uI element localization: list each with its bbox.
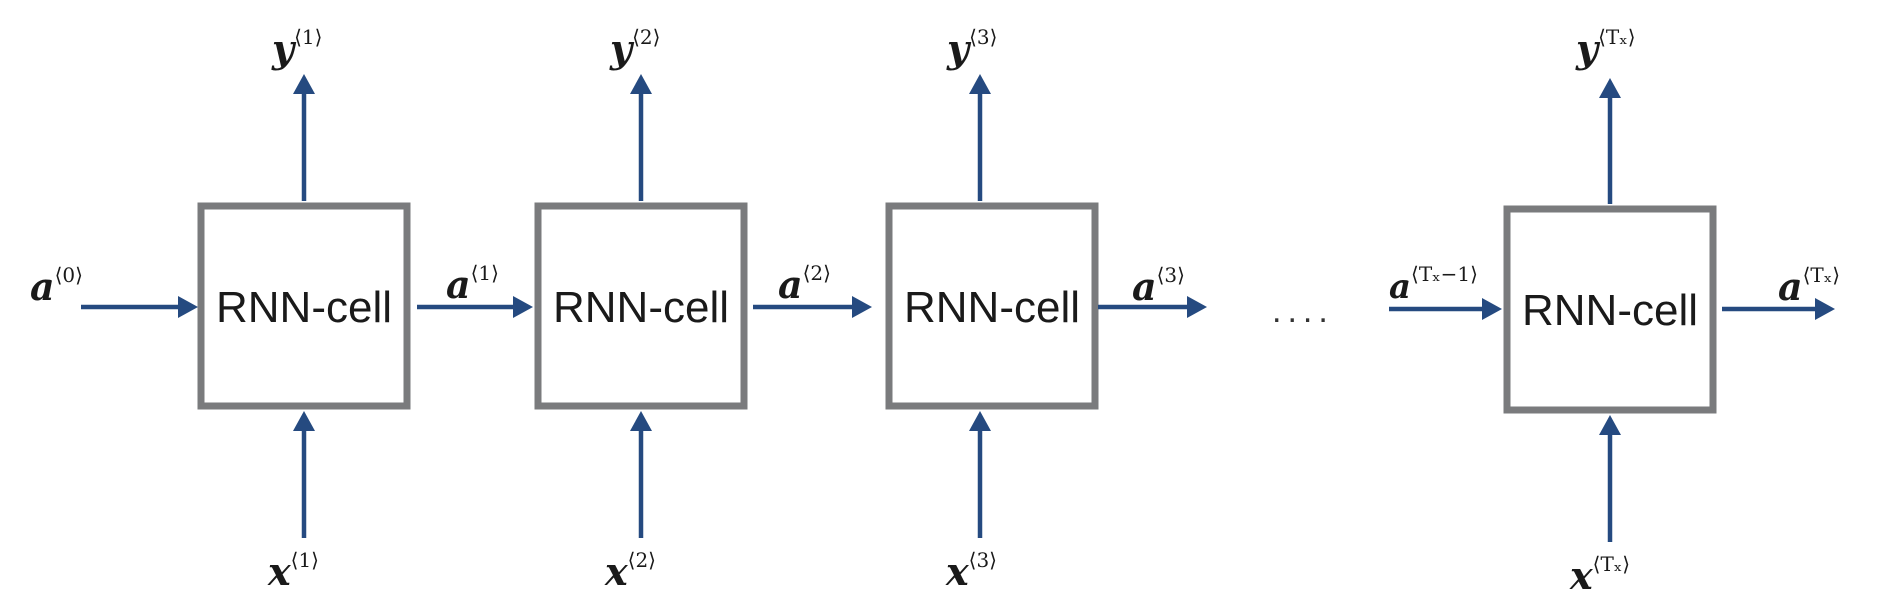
arrowhead-y1 — [293, 74, 315, 94]
activation-a2-label: a⟨2⟩ — [778, 261, 831, 307]
sequence-ellipsis: .... — [1272, 292, 1334, 330]
rnn-cell-3-label: RNN-cell — [904, 283, 1080, 332]
rnn-cell-3-box — [885, 202, 1099, 410]
output-y1-label: y⟨1⟩ — [271, 25, 322, 71]
rnn-cell-1-box — [197, 202, 411, 410]
activation-atx-label: a⟨Tₓ⟩ — [1778, 263, 1840, 309]
output-ytx-label: y⟨Tₓ⟩ — [1575, 25, 1636, 71]
arrowhead-x1 — [293, 411, 315, 431]
activation-a0-label: a⟨0⟩ — [30, 263, 83, 309]
arrowhead-xtx — [1599, 415, 1621, 435]
rnn-cell-tx-box — [1503, 205, 1717, 414]
output-y3-label: y⟨3⟩ — [946, 25, 997, 71]
arrowhead-a3 — [1187, 296, 1207, 318]
input-x1-label: x⟨1⟩ — [267, 548, 319, 594]
input-x3-label: x⟨3⟩ — [945, 548, 997, 594]
arrowhead-a0 — [178, 296, 198, 318]
rnn-cell-2-box — [534, 202, 748, 410]
activation-atx-1-label: a⟨Tₓ−1⟩ — [1389, 262, 1478, 307]
arrowhead-y3 — [969, 74, 991, 94]
arrowhead-a2 — [852, 296, 872, 318]
activation-a3-label: a⟨3⟩ — [1132, 263, 1185, 309]
input-x2-label: x⟨2⟩ — [604, 548, 656, 594]
arrowhead-ytx — [1599, 78, 1621, 98]
arrowhead-y2 — [630, 74, 652, 94]
arrowhead-x3 — [969, 411, 991, 431]
activation-a1-label: a⟨1⟩ — [446, 261, 499, 307]
arrowhead-atx-1 — [1482, 298, 1502, 320]
arrowhead-a1 — [513, 296, 533, 318]
output-y2-label: y⟨2⟩ — [609, 25, 660, 71]
input-xtx-label: x⟨Tₓ⟩ — [1569, 552, 1630, 598]
rnn-cell-2-label: RNN-cell — [553, 283, 729, 332]
rnn-cell-tx-label: RNN-cell — [1522, 286, 1698, 335]
rnn-cell-1-label: RNN-cell — [216, 283, 392, 332]
arrowhead-atx — [1815, 298, 1835, 320]
arrowhead-x2 — [630, 411, 652, 431]
